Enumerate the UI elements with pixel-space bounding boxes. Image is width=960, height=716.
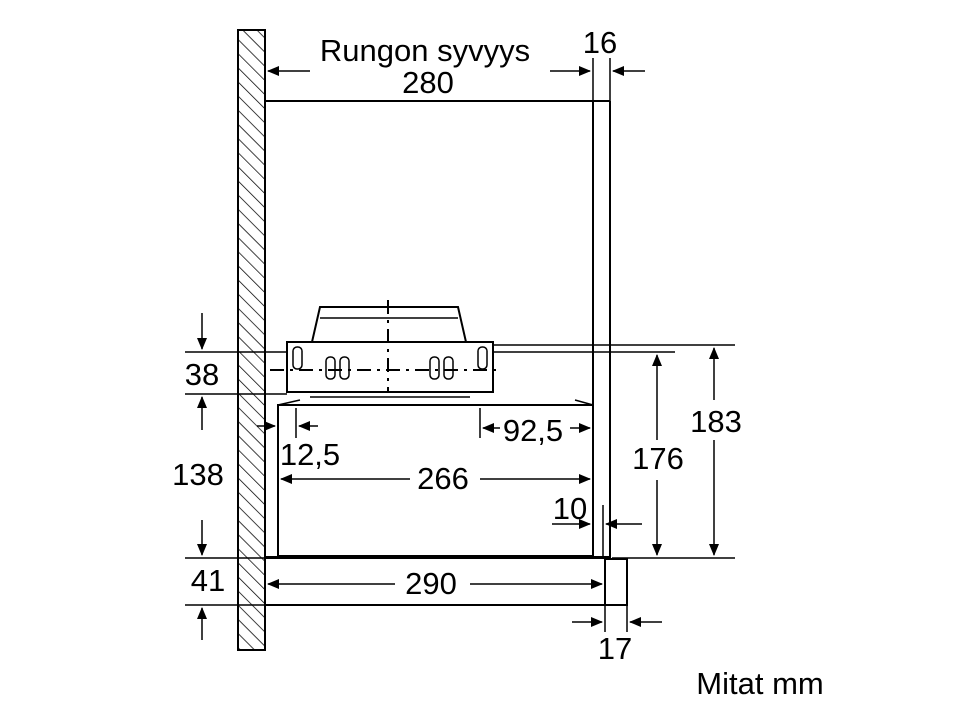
height-183-value: 183 bbox=[690, 404, 742, 439]
front-panel bbox=[604, 558, 628, 606]
inner-width-value: 266 bbox=[417, 461, 469, 496]
front-thickness-value: 17 bbox=[598, 631, 632, 666]
dim-offsets bbox=[257, 408, 591, 438]
mount-slot-left bbox=[292, 346, 350, 380]
offset-left-value: 12,5 bbox=[280, 437, 340, 472]
fan-housing bbox=[270, 300, 500, 398]
total-depth-value: 290 bbox=[405, 566, 457, 601]
offset-right-value: 92,5 bbox=[503, 413, 563, 448]
frame-depth-title: Rungon syvyys bbox=[320, 33, 530, 68]
body-height: 138 bbox=[172, 457, 224, 492]
dim-right-heights bbox=[493, 344, 735, 559]
dim-left-verticals bbox=[185, 313, 287, 640]
dim-gap bbox=[552, 505, 642, 556]
top-section-height: 38 bbox=[185, 357, 219, 392]
gap-value: 10 bbox=[553, 491, 587, 526]
wall bbox=[237, 29, 266, 651]
dim-front-thickness bbox=[572, 605, 662, 632]
panel-thickness-value: 16 bbox=[583, 25, 617, 60]
frame-depth-value: 280 bbox=[402, 65, 454, 100]
dim-panel-thickness bbox=[609, 58, 645, 101]
front-height: 41 bbox=[191, 563, 225, 598]
mount-slot-right bbox=[429, 346, 488, 380]
units-note: Mitat mm bbox=[696, 666, 823, 701]
hood-body bbox=[265, 399, 610, 606]
height-176-value: 176 bbox=[632, 441, 684, 476]
dim-frame-depth bbox=[267, 58, 594, 101]
